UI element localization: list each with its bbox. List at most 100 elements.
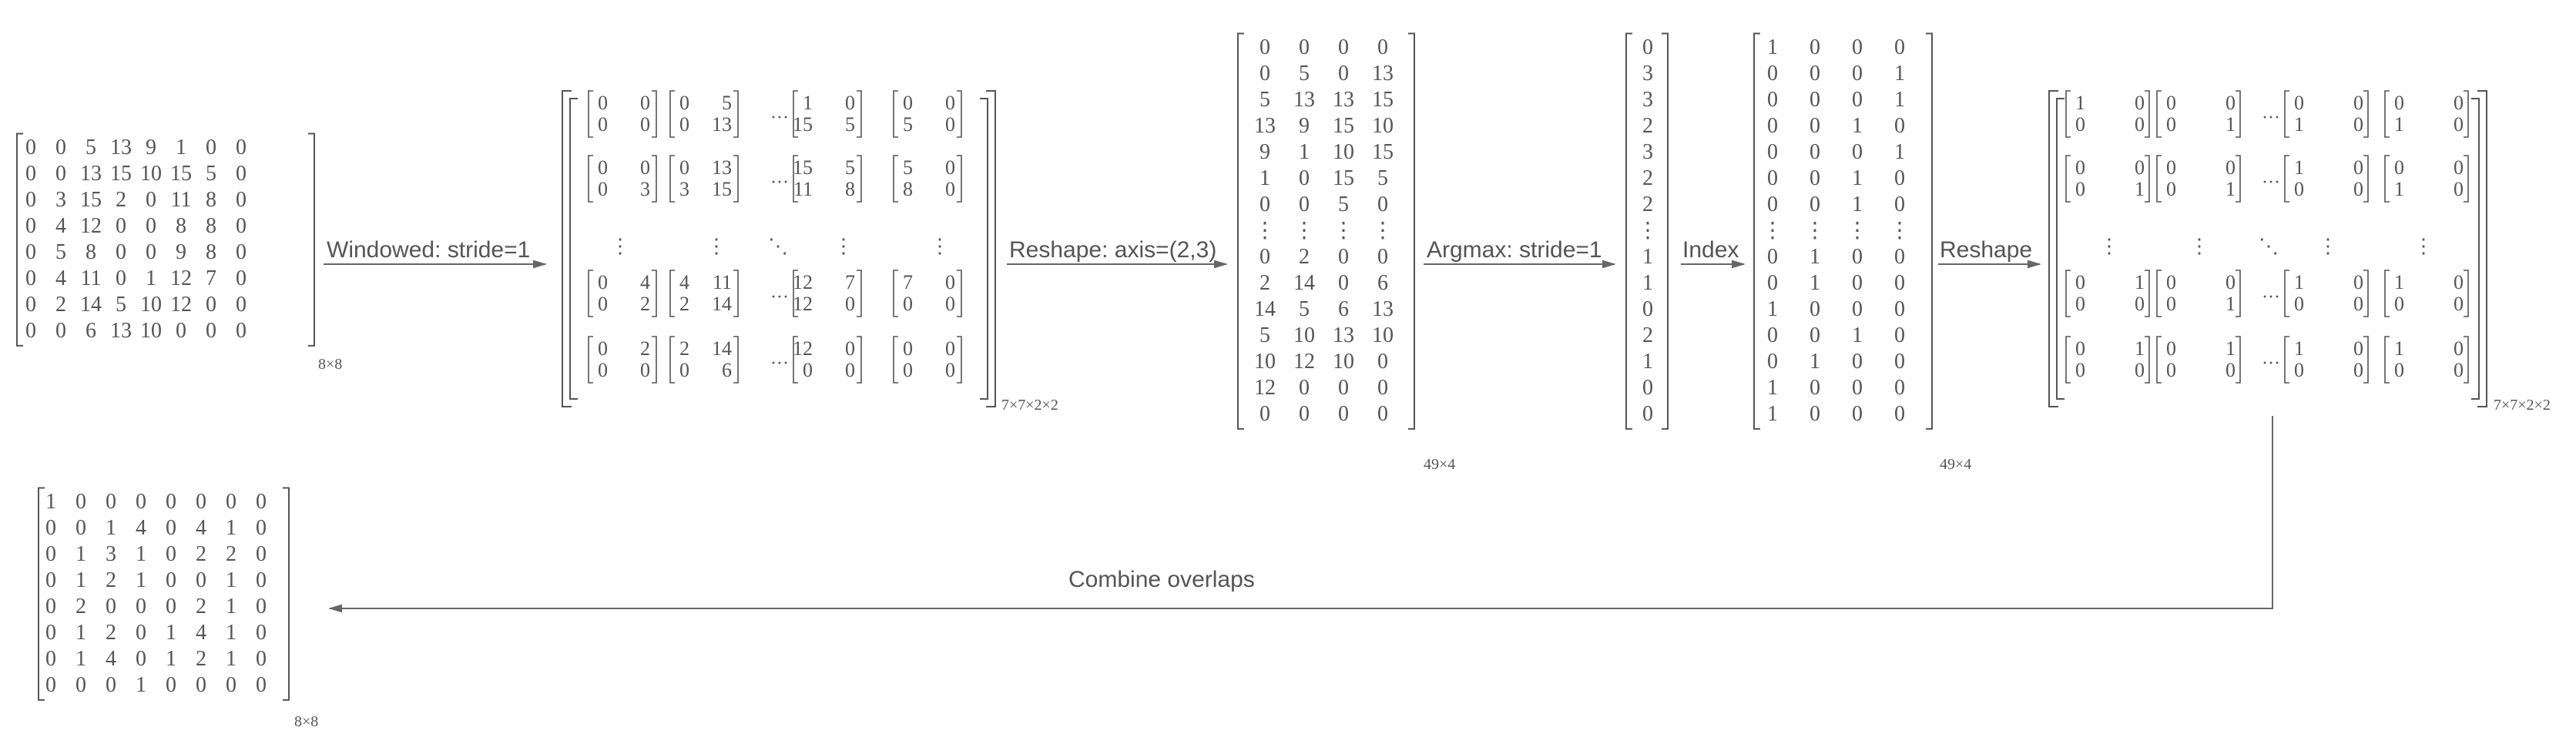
matrix-cell: 0 xyxy=(25,188,36,212)
matrix-cell: 0 xyxy=(1767,193,1778,216)
right-bracket xyxy=(1926,32,1933,430)
matrix-cell: 0 xyxy=(236,162,247,186)
block-left-bracket xyxy=(2156,155,2162,203)
block-cell: 1 xyxy=(2135,178,2145,200)
block-cell: 0 xyxy=(945,178,955,200)
vector-cell: 1 xyxy=(1642,271,1653,295)
matrix-cell: 0 xyxy=(136,490,146,514)
matrix-cell: 0 xyxy=(1894,35,1905,59)
matrix-cell: 0 xyxy=(1894,297,1905,321)
matrix-cell: 1 xyxy=(75,647,86,671)
matrix-cell: 0 xyxy=(25,162,36,186)
matrix-cell: ⋮ xyxy=(1889,219,1910,243)
matrix-cell: 15 xyxy=(170,162,192,186)
matrix-cell: 5 xyxy=(116,293,126,317)
block-left-bracket xyxy=(669,155,675,203)
matrix-cell: 0 xyxy=(1894,245,1905,269)
matrix-cell: 2 xyxy=(106,568,116,592)
left-bracket xyxy=(1237,32,1244,430)
matrix-cell: 0 xyxy=(1377,376,1388,400)
block-cell: 0 xyxy=(2225,271,2236,293)
block-cell: 2 xyxy=(679,293,689,315)
matrix-cell: 0 xyxy=(75,490,86,514)
matrix-cell: 0 xyxy=(256,647,267,671)
matrix-cell: 1 xyxy=(1852,323,1863,347)
block-right-bracket xyxy=(957,270,962,317)
matrix-cell: 2 xyxy=(196,595,206,618)
block-cell: 1 xyxy=(2135,337,2145,360)
block-cell: 0 xyxy=(2394,359,2404,381)
vector-cell: 0 xyxy=(1642,35,1653,59)
block-cell: 1 xyxy=(2225,293,2236,315)
block-cell: 0 xyxy=(640,156,650,179)
matrix-cell: 1 xyxy=(226,621,236,645)
block-right-bracket xyxy=(733,90,739,138)
vector-cell: 0 xyxy=(1642,402,1653,426)
matrix-cell: 13 xyxy=(1293,88,1315,112)
matrix-cell: 0 xyxy=(1852,376,1863,400)
matrix-cell: 0 xyxy=(1810,402,1820,426)
matrix-cell: 0 xyxy=(1377,350,1388,374)
matrix-cell: 0 xyxy=(25,266,36,290)
matrix-cell: 0 xyxy=(1852,350,1863,374)
matrix-cell: 0 xyxy=(1338,35,1349,59)
matrix-cell: 0 xyxy=(1259,402,1270,426)
matrix-cell: 4 xyxy=(196,621,206,645)
outer-left-bracket xyxy=(2048,90,2058,407)
matrix-cell: 7 xyxy=(206,266,216,290)
block-right-bracket xyxy=(2236,155,2241,203)
matrix-cell: 0 xyxy=(1894,350,1905,374)
vdots-glyph: ⋮ xyxy=(2099,235,2119,257)
block-cell: 0 xyxy=(2454,293,2464,315)
block-cell: 3 xyxy=(679,178,689,200)
block-cell: 0 xyxy=(2353,337,2363,360)
right-bracket xyxy=(283,487,290,701)
matrix-cell: 0 xyxy=(1810,193,1820,216)
block-right-bracket xyxy=(2464,90,2469,138)
reshape-axis-label: Reshape: axis=(2,3) xyxy=(1009,237,1216,263)
block-cell: 1 xyxy=(2225,337,2236,360)
matrix-cell: 1 xyxy=(1810,245,1820,269)
block-cell: 0 xyxy=(2166,337,2176,360)
block-right-bracket xyxy=(2464,270,2469,317)
block-cell: 4 xyxy=(679,271,689,293)
block-cell: 0 xyxy=(945,92,955,114)
block-cell: 15 xyxy=(793,113,813,136)
block-cell: 0 xyxy=(945,271,955,293)
block-cell: 12 xyxy=(793,337,813,360)
matrix-cell: 6 xyxy=(86,319,96,343)
matrix-cell: 0 xyxy=(1852,271,1863,295)
matrix-cell: 0 xyxy=(236,214,247,238)
matrix-cell: 15 xyxy=(1372,140,1394,164)
vdots-glyph: ⋮ xyxy=(610,235,630,257)
block-cell: 2 xyxy=(640,337,650,360)
vector-cell: 0 xyxy=(1642,376,1653,400)
matrix-cell: 2 xyxy=(55,293,66,317)
matrix-cell: 0 xyxy=(1338,245,1349,269)
matrix-cell: 0 xyxy=(45,673,56,697)
matrix-cell: 0 xyxy=(1767,350,1778,374)
block-left-bracket xyxy=(2284,270,2289,317)
onehot-dims: 49×4 xyxy=(1940,456,1971,473)
matrix-cell: 0 xyxy=(55,136,66,159)
matrix-cell: 1 xyxy=(1767,35,1778,59)
matrix-cell: 0 xyxy=(1767,166,1778,190)
matrix-cell: 0 xyxy=(1338,62,1349,85)
block-cell: 0 xyxy=(903,359,913,381)
matrix-cell: 1 xyxy=(1767,376,1778,400)
block-cell: 15 xyxy=(793,156,813,179)
matrix-cell: 8 xyxy=(176,214,186,238)
vector-cell: ⋮ xyxy=(1637,219,1659,243)
matrix-cell: 1 xyxy=(75,542,86,566)
block-cell: 0 xyxy=(845,293,855,315)
matrix-cell: 0 xyxy=(55,162,66,186)
block-cell: 0 xyxy=(2454,337,2464,360)
matrix-cell: 0 xyxy=(1894,271,1905,295)
hdots-glyph: ··· xyxy=(2262,108,2280,128)
matrix-cell: 1 xyxy=(75,568,86,592)
reshape-arrow: Reshape xyxy=(1938,237,2041,269)
block-left-bracket xyxy=(893,270,898,317)
matrix-cell: 2 xyxy=(1299,245,1310,269)
